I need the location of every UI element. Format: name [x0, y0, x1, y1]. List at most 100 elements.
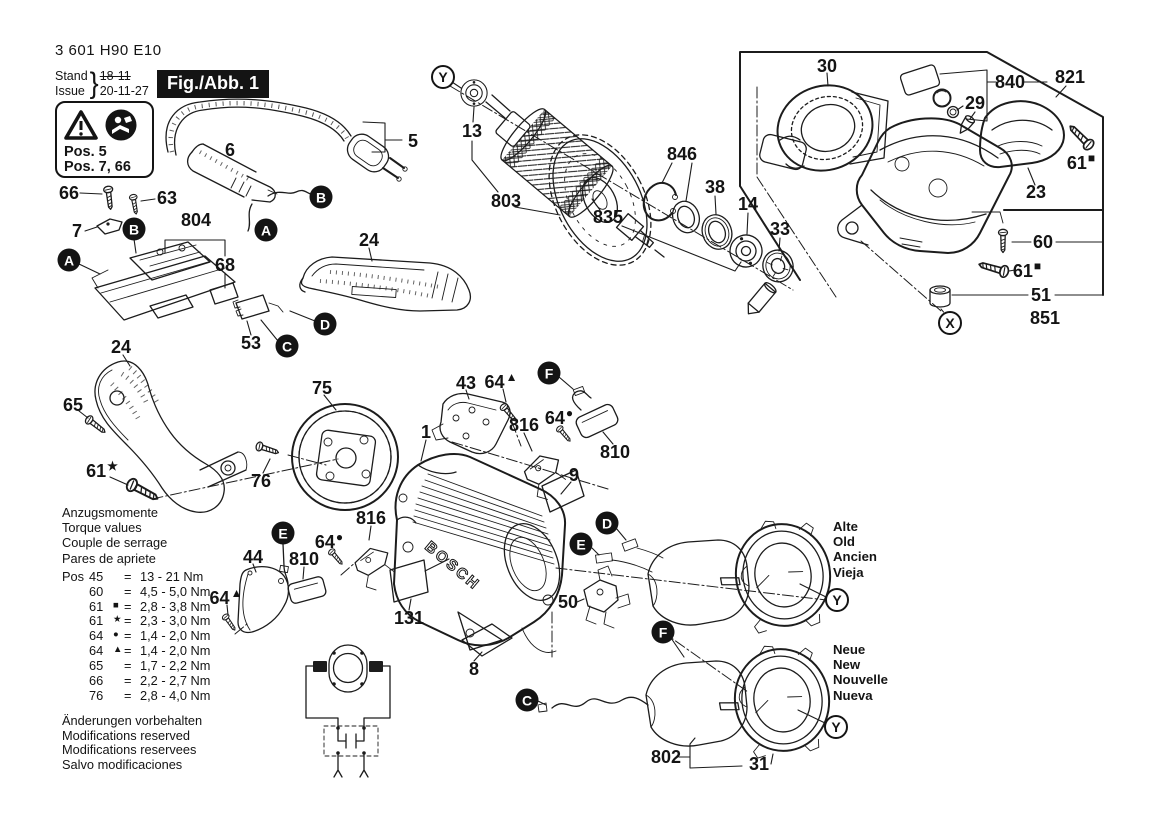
part-callout-23: 23	[1025, 182, 1047, 202]
part-callout-38: 38	[704, 177, 726, 197]
armature-assembly	[451, 79, 794, 315]
part-callout-64: 64●	[314, 530, 344, 552]
part-callout-63: 63	[156, 188, 178, 208]
top-cover-23	[979, 100, 1065, 186]
read-manual-icon	[105, 109, 137, 141]
field-coil-lower	[537, 637, 748, 747]
screw-61-bottom	[976, 257, 1016, 280]
letter-badge-A: A	[57, 248, 81, 272]
ring-pin-29	[946, 105, 976, 134]
pos-value: 76	[89, 687, 104, 703]
torque-row-60: 60=4,5 - 5,0 Nm	[62, 584, 210, 599]
ring-38	[701, 214, 733, 250]
torque-value: 4,5 - 5,0 Nm	[140, 583, 211, 599]
bearing-13	[460, 79, 488, 107]
torque-heading-es: Pares de apriete	[62, 550, 156, 566]
callout-marker: ▲	[505, 370, 518, 384]
superseded-date: 18-11	[99, 68, 131, 83]
document-part-number: 3 601 H90 E10	[55, 42, 162, 59]
fan-835	[548, 134, 652, 266]
part-callout-53: 53	[240, 333, 262, 353]
callout-marker: ■	[1033, 259, 1042, 273]
torque-value: 1,7 - 2,2 Nm	[140, 658, 211, 674]
part-callout-851: 851	[1029, 308, 1061, 328]
issue-date-block: Stand Issue } 18-11 20-11-27	[55, 66, 149, 99]
equals-sign: =	[124, 658, 132, 674]
side-flap-44	[237, 563, 290, 634]
screw-63	[128, 193, 156, 216]
letter-badge-B: B	[309, 185, 333, 209]
part-callout-9: 9	[568, 465, 580, 485]
torque-value: 2,8 - 3,8 Nm	[140, 598, 211, 614]
revision-note-de: Änderungen vorbehalten	[62, 713, 203, 728]
part-callout-816: 816	[355, 508, 387, 528]
leader-821	[1055, 85, 1067, 98]
switch-module-804	[78, 238, 236, 321]
letter-badge-E: E	[569, 532, 593, 556]
issue-label: Issue	[55, 83, 85, 98]
reference-marker-X: X	[938, 311, 962, 335]
screw-61-top	[1065, 121, 1097, 153]
gear-unit-region-border	[739, 51, 1104, 296]
part-callout-24: 24	[110, 337, 132, 357]
screw-65	[78, 410, 109, 437]
part-callout-76: 76	[250, 471, 272, 491]
pos-value: 64	[89, 628, 104, 644]
part-callout-804: 804	[180, 210, 212, 230]
torque-table: Anzugsmomente Torque values Couple de se…	[62, 505, 210, 703]
part-callout-131: 131	[393, 608, 425, 628]
warning-box: Pos. 5 Pos. 7, 66	[55, 101, 154, 178]
reference-marker-Y: Y	[431, 65, 455, 89]
part-callout-65: 65	[62, 395, 84, 415]
part-callout-30: 30	[816, 56, 838, 76]
pos-value: 45	[89, 568, 104, 584]
capacitor-810-upper	[558, 376, 619, 445]
cord-clamp-7	[84, 218, 123, 235]
part-callout-64: 64●	[544, 406, 574, 428]
part-callout-50: 50	[557, 592, 579, 612]
equals-sign: =	[124, 673, 132, 689]
brand-logo: BOSCH	[421, 538, 483, 594]
figure-label: Fig./Abb. 1	[157, 70, 269, 98]
power-cord	[165, 98, 408, 232]
torque-heading-fr: Couple de serrage	[62, 535, 168, 551]
letter-badge-F: F	[651, 620, 675, 644]
pinion-shaft	[747, 282, 777, 315]
part-callout-802: 802	[650, 747, 682, 767]
letter-badge-C: C	[275, 334, 299, 358]
guard-clamp-30	[759, 72, 889, 172]
label-plate-9	[541, 469, 585, 513]
part-callout-31: 31	[748, 754, 770, 774]
torque-value: 1,4 - 2,0 Nm	[140, 643, 211, 659]
pos-marker: ★	[113, 614, 122, 626]
screw-60	[971, 211, 1103, 254]
bearing-flange-75	[291, 394, 399, 511]
torque-value: 2,3 - 3,0 Nm	[140, 613, 211, 629]
torque-row-64: 64▲=1,4 - 2,0 Nm	[62, 643, 210, 658]
letter-badge-D: D	[313, 312, 337, 336]
part-callout-13: 13	[461, 121, 483, 141]
switch-insert-816-upper	[522, 432, 569, 503]
equals-sign: =	[124, 628, 132, 644]
screw-61-star	[109, 476, 162, 506]
part-callout-61: 61★	[86, 459, 118, 481]
callout-marker: ■	[1087, 151, 1096, 165]
torque-value: 1,4 - 2,0 Nm	[140, 628, 211, 644]
part-callout-60: 60	[1032, 232, 1054, 252]
part-callout-7: 7	[71, 221, 83, 241]
pos-marker: ■	[113, 599, 119, 611]
part-callout-810: 810	[288, 549, 320, 569]
letter-badge-B: B	[122, 217, 146, 241]
wiring-schematic	[305, 644, 391, 778]
part-callout-846: 846	[666, 144, 698, 164]
brush-holder-50	[576, 565, 631, 629]
old-variant-label: Alte Old Ancien Vieja	[833, 519, 877, 580]
part-callout-51: 51	[1030, 285, 1052, 305]
pos-label: Pos	[62, 568, 85, 584]
part-callout-5: 5	[407, 131, 419, 151]
part-callout-68: 68	[214, 255, 236, 275]
torque-row-66: 66=2,2 - 2,7 Nm	[62, 673, 210, 688]
part-callout-43: 43	[455, 373, 477, 393]
letter-badge-A: A	[254, 218, 278, 242]
